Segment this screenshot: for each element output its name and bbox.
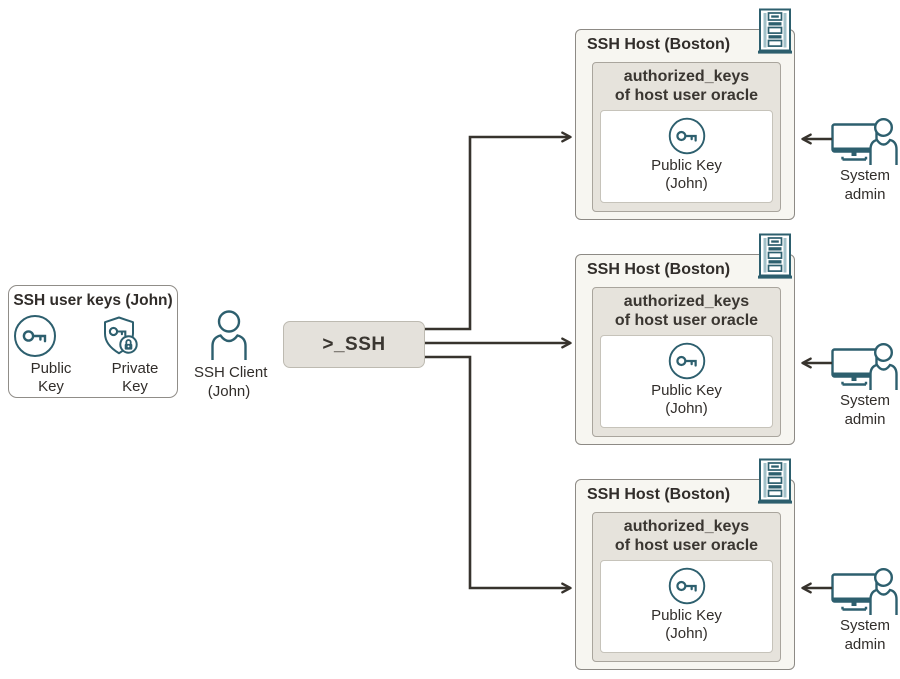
private-key-figure: Private Key (97, 314, 173, 396)
public-key-box: Public Key (John) (600, 560, 773, 653)
public-key-box-label: Public Key (John) (651, 607, 722, 642)
server-icon (757, 8, 793, 54)
connector-bottom (425, 355, 572, 594)
ssh-client-figure: SSH Client (John) (194, 310, 268, 401)
system-admin-label: System admin (839, 392, 890, 428)
ssh-host-box-2: SSH Host (Boston) authorized_keys of hos… (575, 233, 795, 445)
admin-workstation-icon (829, 118, 900, 165)
authorized-keys-label: authorized_keys of host user oracle (614, 293, 759, 329)
public-key-icon (13, 314, 89, 358)
public-key-box-label: Public Key (John) (651, 382, 722, 417)
public-key-box: Public Key (John) (600, 110, 773, 203)
admin-workstation-icon (829, 568, 900, 615)
ssh-client-label: SSH Client (John) (194, 364, 268, 400)
user-keys-panel-title: SSH user keys (John) (13, 292, 173, 309)
server-icon (757, 233, 793, 279)
system-admin-label: System admin (839, 617, 890, 653)
system-admin-figure-2: System admin (829, 343, 900, 429)
authorized-keys-box: authorized_keys of host user oracle Publ… (592, 62, 781, 212)
key-icon (601, 342, 772, 380)
server-icon (757, 458, 793, 504)
key-icon (601, 117, 772, 155)
host-title: SSH Host (Boston) (587, 36, 731, 53)
public-key-label: Public Key (30, 360, 72, 395)
host-title: SSH Host (Boston) (587, 261, 731, 278)
key-icon (601, 567, 772, 605)
private-key-shield-icon (97, 314, 173, 358)
authorized-keys-label: authorized_keys of host user oracle (614, 518, 759, 554)
authorized-keys-label: authorized_keys of host user oracle (614, 68, 759, 104)
terminal-box: >_SSH (283, 321, 425, 368)
system-admin-label: System admin (839, 167, 890, 203)
public-key-box: Public Key (John) (600, 335, 773, 428)
person-icon (194, 310, 264, 360)
ssh-host-box-3: SSH Host (Boston) authorized_keys of hos… (575, 458, 795, 670)
host-title: SSH Host (Boston) (587, 486, 731, 503)
admin-workstation-icon (829, 343, 900, 390)
authorized-keys-box: authorized_keys of host user oracle Publ… (592, 287, 781, 437)
connector-top (425, 131, 572, 331)
public-key-figure: Public Key (13, 314, 89, 396)
authorized-keys-box: authorized_keys of host user oracle Publ… (592, 512, 781, 662)
private-key-label: Private Key (111, 360, 159, 395)
public-key-box-label: Public Key (John) (651, 157, 722, 192)
terminal-label: >_SSH (322, 333, 386, 355)
system-admin-figure-1: System admin (829, 118, 900, 204)
ssh-host-box-1: SSH Host (Boston) authorized_keys of hos… (575, 8, 795, 220)
system-admin-figure-3: System admin (829, 568, 900, 654)
user-keys-panel: SSH user keys (John) Public Key (8, 285, 178, 398)
